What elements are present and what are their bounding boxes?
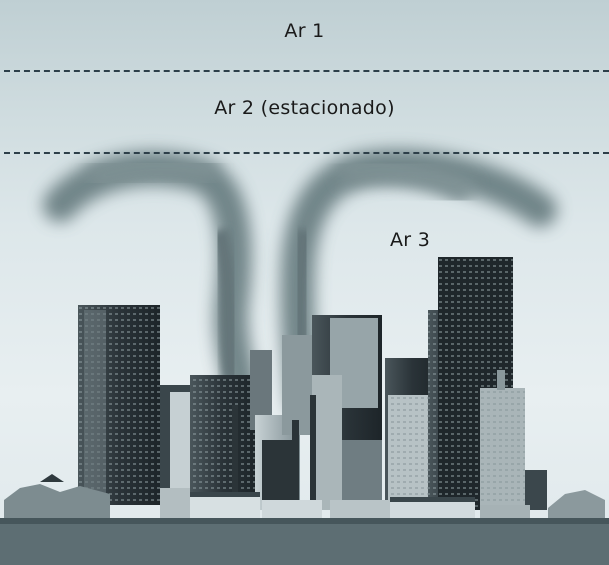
label-ar-2: Ar 2 (estacionado) — [214, 97, 395, 119]
layer-boundary-2 — [4, 152, 609, 154]
label-ar-3: Ar 3 — [390, 229, 431, 251]
label-ar-1: Ar 1 — [284, 20, 325, 42]
ground — [0, 518, 609, 565]
smoke-plumes — [43, 149, 557, 417]
foreground-houses — [4, 474, 605, 525]
skyline — [78, 257, 547, 510]
layer-boundary-1 — [4, 70, 609, 72]
